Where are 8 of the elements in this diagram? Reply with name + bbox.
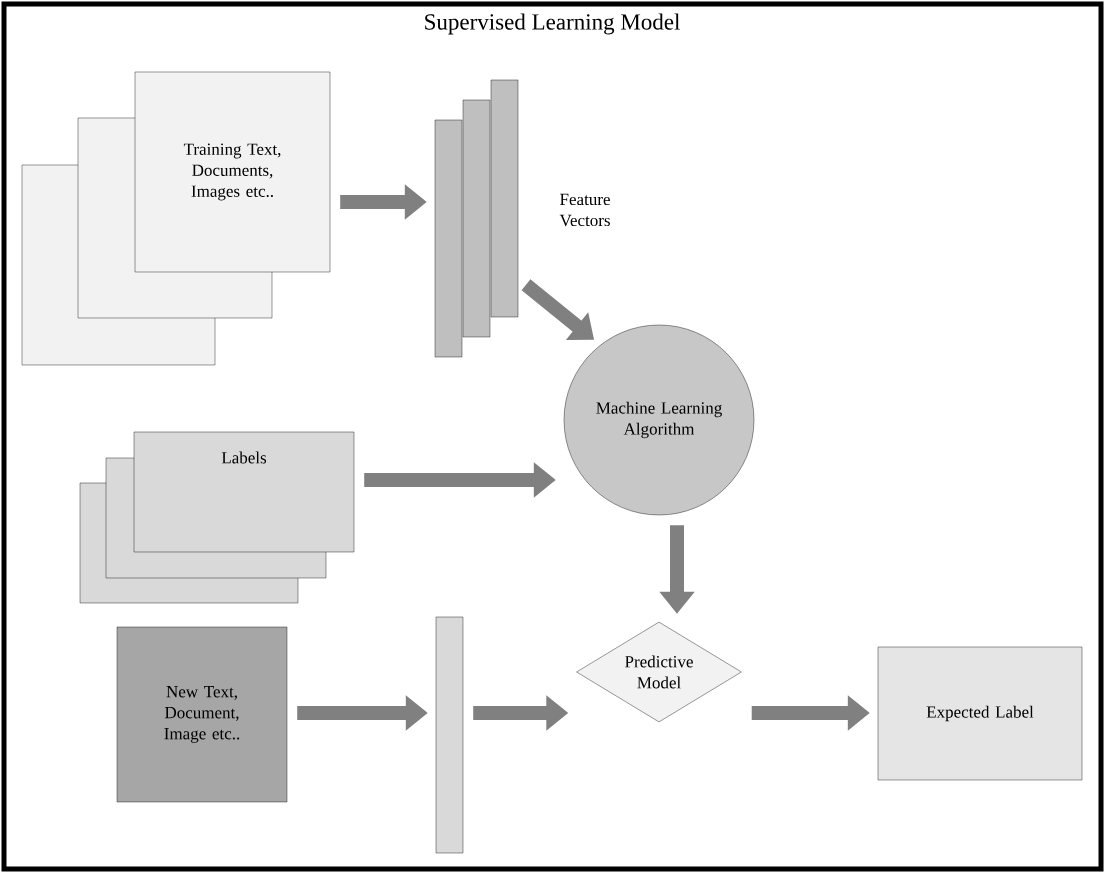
document-box: Expected Label (877, 646, 1083, 781)
title: Supervised Learning Model (425, 13, 680, 35)
node-label: Feature Vectors (559, 193, 610, 227)
vector-bars (434, 79, 519, 358)
page-stack: Labels (79, 431, 355, 604)
document-box: New Text, Document, Image etc.. (116, 626, 288, 803)
vector-bars (435, 616, 464, 854)
page-stack: Training Text, Documents, Images etc.. (21, 71, 331, 366)
